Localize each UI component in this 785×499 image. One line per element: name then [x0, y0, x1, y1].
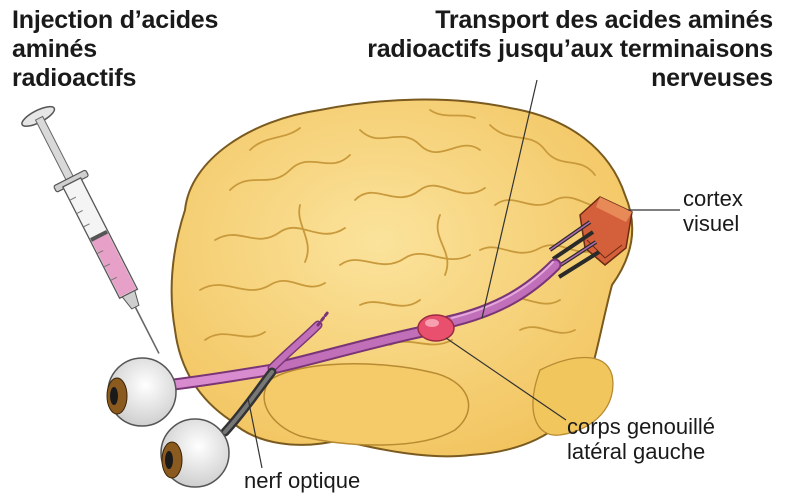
- lateral-geniculate-body: [418, 315, 454, 341]
- injection-title-line3: radioactifs: [12, 64, 218, 93]
- transport-title-line1: Transport des acides aminés: [367, 6, 773, 35]
- transport-title: Transport des acides aminés radioactifs …: [367, 6, 773, 93]
- cgl-label: corps genouillé latéral gauche: [567, 414, 715, 464]
- cortex-label: cortex visuel: [683, 186, 743, 236]
- temporal-lobe: [264, 364, 469, 445]
- cortex-label-line2: visuel: [683, 211, 743, 236]
- syringe-icon: [19, 103, 175, 362]
- eye-back: [161, 419, 229, 487]
- injection-title-line1: Injection d’acides: [12, 6, 218, 35]
- eye-front: [107, 358, 176, 426]
- transport-title-line2: radioactifs jusqu’aux terminaisons: [367, 35, 773, 64]
- brain: [172, 100, 633, 457]
- transport-title-line3: nerveuses: [367, 64, 773, 93]
- cgl-label-line1: corps genouillé: [567, 414, 715, 439]
- nerf-optique-label: nerf optique: [244, 468, 360, 493]
- cgl-label-line2: latéral gauche: [567, 439, 715, 464]
- injection-title-line2: aminés: [12, 35, 218, 64]
- injection-title: Injection d’acides aminés radioactifs: [12, 6, 218, 93]
- cortex-label-line1: cortex: [683, 186, 743, 211]
